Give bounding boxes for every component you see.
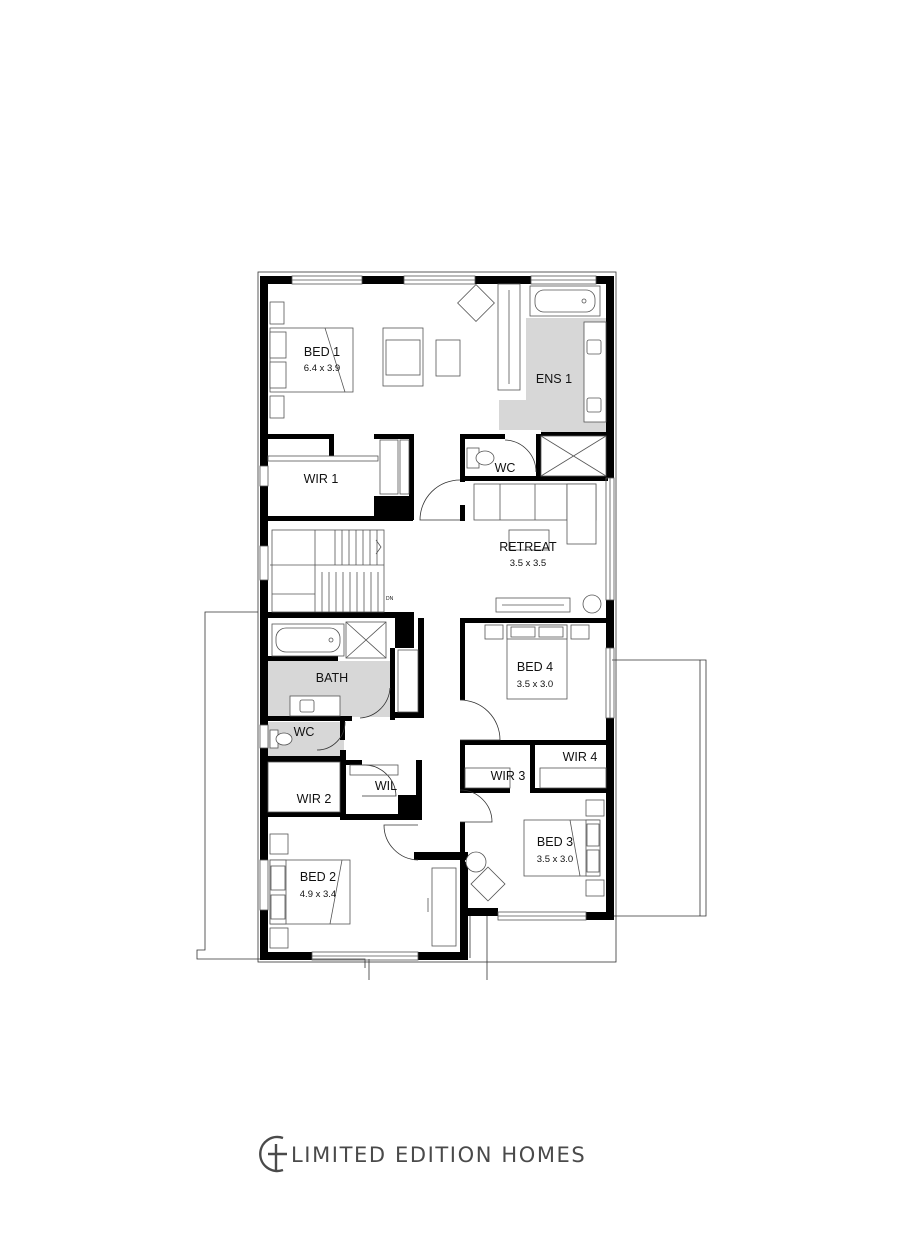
ens1-fixtures: [466, 285, 607, 477]
room-wir3-name: WIR 3: [491, 769, 526, 783]
room-wil-name: WIL: [375, 779, 397, 793]
doors: [316, 439, 537, 861]
room-labels: BED 1 6.4 x 3.9 WIR 1 ENS 1 WC RETREAT 3…: [294, 345, 598, 900]
room-retreat-size: 3.5 x 3.5: [510, 558, 546, 569]
room-bed4-name: BED 4: [517, 660, 553, 674]
room-bed4-size: 3.5 x 3.0: [517, 679, 553, 690]
wet-areas: [268, 318, 606, 756]
room-bed2-name: BED 2: [300, 870, 336, 884]
room-ens1-name: ENS 1: [536, 372, 572, 386]
bath-fixtures: [269, 621, 419, 749]
windows: [259, 275, 615, 961]
room-bed1-size: 6.4 x 3.9: [304, 363, 340, 374]
retreat-furniture: [473, 483, 602, 614]
bed1-furniture: [269, 283, 521, 419]
brand-logo: LIMITED EDITION HOMES: [259, 1135, 586, 1173]
wir1-fittings: [267, 439, 410, 495]
room-bed3-name: BED 3: [537, 835, 573, 849]
bed2-furniture: [267, 761, 457, 949]
room-wir2-name: WIR 2: [297, 792, 332, 806]
wir3-wir4-fittings: [464, 767, 607, 789]
site-lines: [196, 271, 707, 980]
room-wc-bath-name: WC: [294, 725, 315, 739]
room-bed1-name: BED 1: [304, 345, 340, 359]
room-wir1-name: WIR 1: [304, 472, 339, 486]
brand-name: LIMITED EDITION HOMES: [291, 1143, 586, 1167]
room-bed3-size: 3.5 x 3.0: [537, 854, 573, 865]
stair-direction-label: DN: [386, 596, 394, 602]
bed3-furniture: [465, 799, 605, 902]
circle-plus-logo-icon: [259, 1135, 287, 1173]
room-wir4-name: WIR 4: [563, 750, 598, 764]
staircase: DN: [270, 529, 394, 613]
room-wc-ens-name: WC: [495, 461, 516, 475]
room-bath-name: BATH: [316, 671, 348, 685]
room-bed2-size: 4.9 x 3.4: [300, 889, 336, 900]
interior-walls: [268, 432, 610, 864]
room-retreat-name: RETREAT: [499, 540, 557, 554]
bed4-furniture: [484, 624, 590, 700]
exterior-walls: [260, 276, 614, 960]
